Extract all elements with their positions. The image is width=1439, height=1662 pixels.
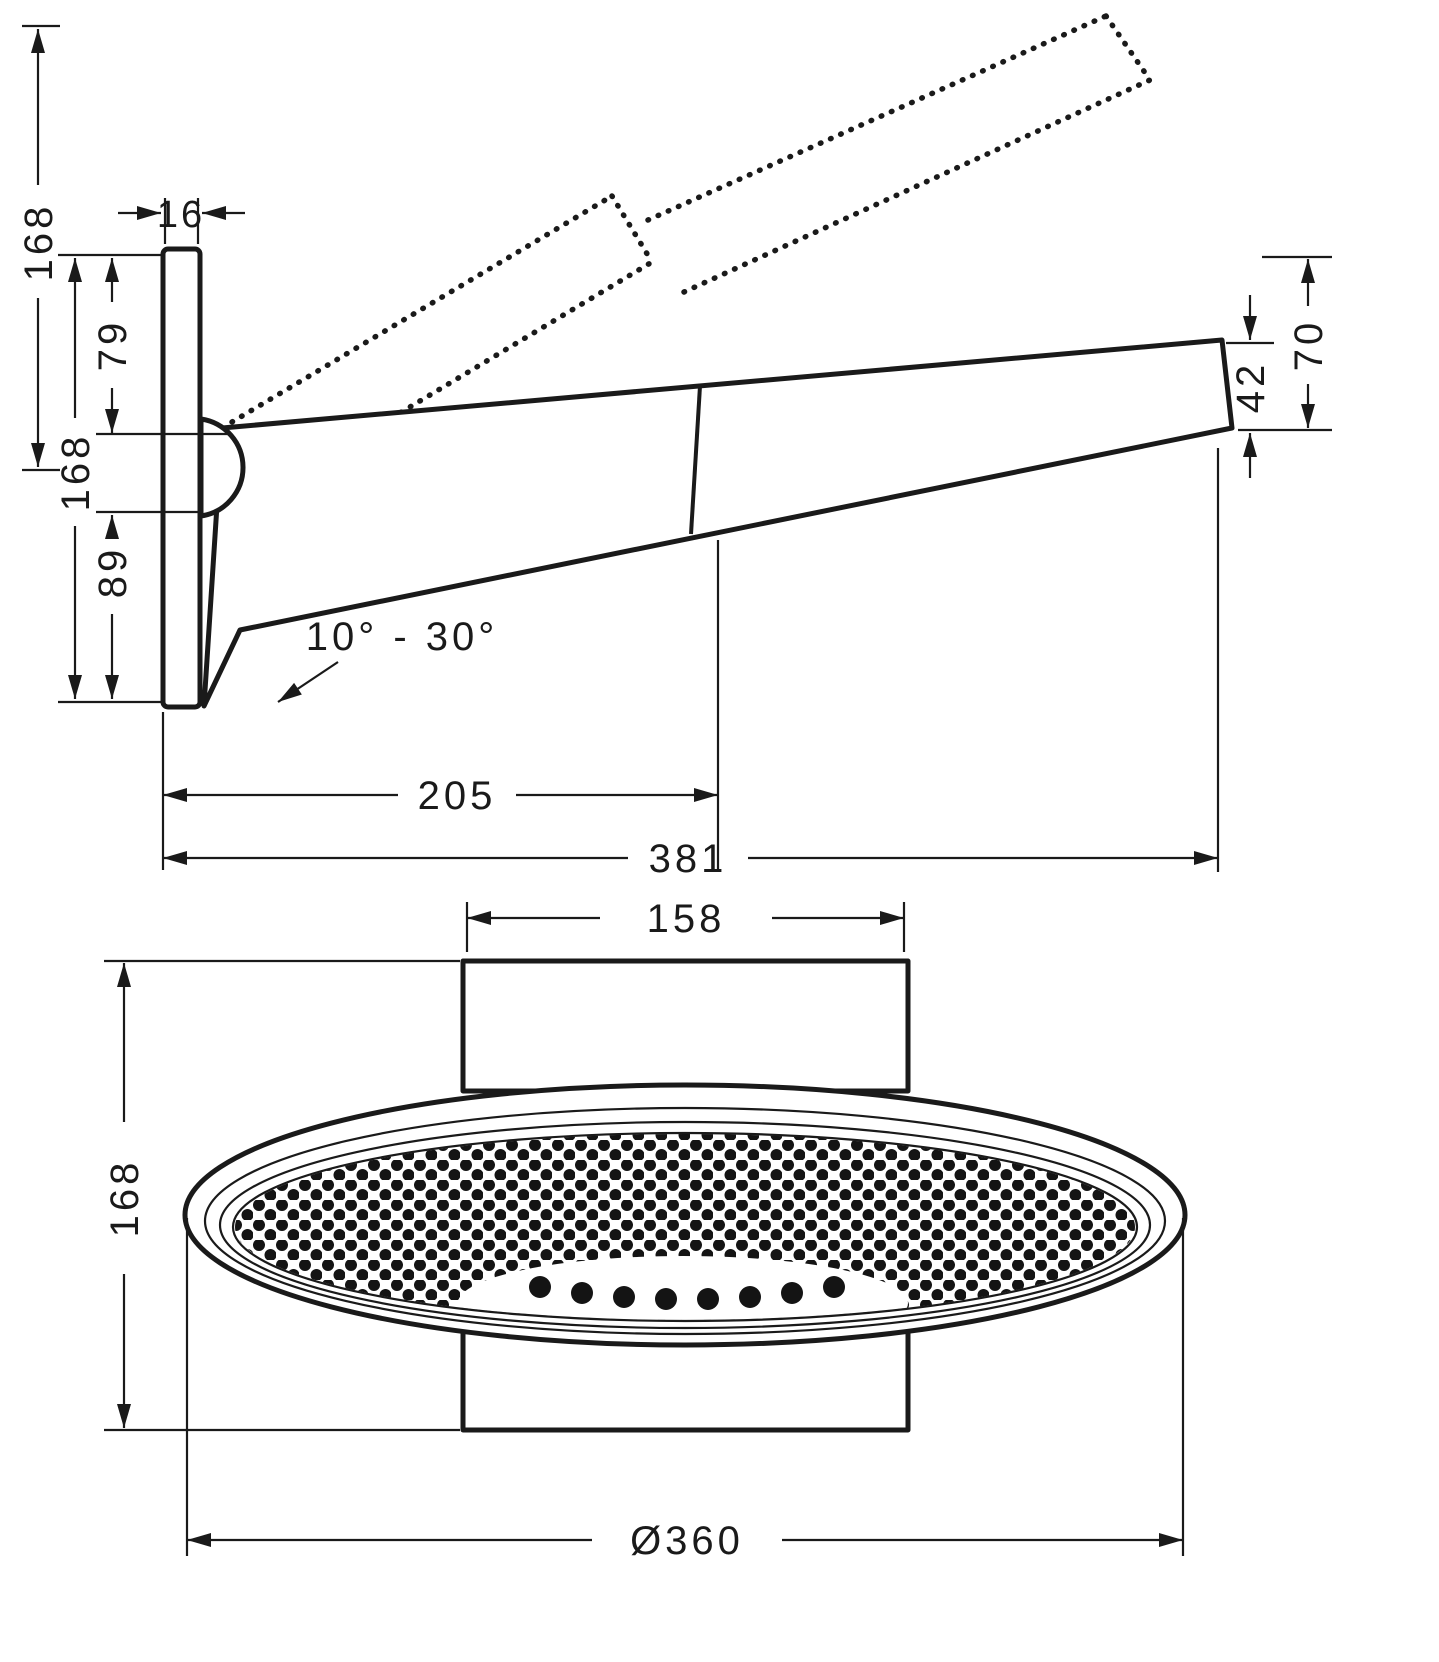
dim-70: 70: [1238, 255, 1332, 432]
spray-face-edge: [231, 1131, 1139, 1323]
dim-168-plate: 168: [54, 258, 98, 699]
dim-label-16: 16: [157, 194, 205, 236]
dim-label-381: 381: [649, 837, 728, 881]
wall-plate: [160, 246, 203, 710]
dim-381: 381: [163, 448, 1220, 881]
angle-label: 10° - 30°: [306, 615, 499, 659]
dim-label-diameter: Ø360: [630, 1519, 744, 1563]
arm-joint-line: [689, 385, 702, 535]
dim-label-168-outer: 168: [17, 203, 61, 282]
dim-label-70: 70: [1287, 319, 1331, 372]
dim-168-outer: 168: [17, 24, 61, 472]
large-nozzle-row: [529, 1276, 845, 1310]
shower-arm: [201, 337, 1235, 709]
dim-79: 79: [58, 253, 230, 436]
dim-label-168-front: 168: [103, 1159, 147, 1238]
dim-label-42: 42: [1229, 361, 1273, 414]
dim-label-158: 158: [647, 897, 726, 941]
tilt-outline-head: [645, 13, 1153, 295]
dim-158: 158: [465, 897, 906, 952]
pivot-joint: [198, 416, 246, 519]
dim-168-front: 168: [103, 959, 460, 1432]
dim-205: 205: [161, 540, 720, 872]
side-view: 168 79 168 89: [17, 13, 1332, 881]
head-rim-ring-2: [218, 1120, 1152, 1330]
dim-label-79: 79: [91, 319, 135, 372]
dim-42: 42: [1226, 295, 1274, 478]
dim-label-168-plate: 168: [54, 433, 98, 512]
front-view: 158 168 Ø360: [103, 897, 1188, 1563]
head-rim-ring-1: [203, 1106, 1167, 1336]
dim-16: 16: [118, 194, 245, 244]
powder-rain-clear-zone: [458, 1256, 908, 1320]
dim-label-205: 205: [418, 774, 497, 818]
bracket-plate-top: [460, 958, 911, 1094]
dim-label-89: 89: [91, 546, 135, 599]
dim-89: 89: [58, 510, 202, 704]
spray-face: [231, 1131, 1139, 1323]
angle-annotation: 10° - 30°: [277, 615, 499, 703]
dim-diameter-360: Ø360: [185, 1218, 1185, 1563]
